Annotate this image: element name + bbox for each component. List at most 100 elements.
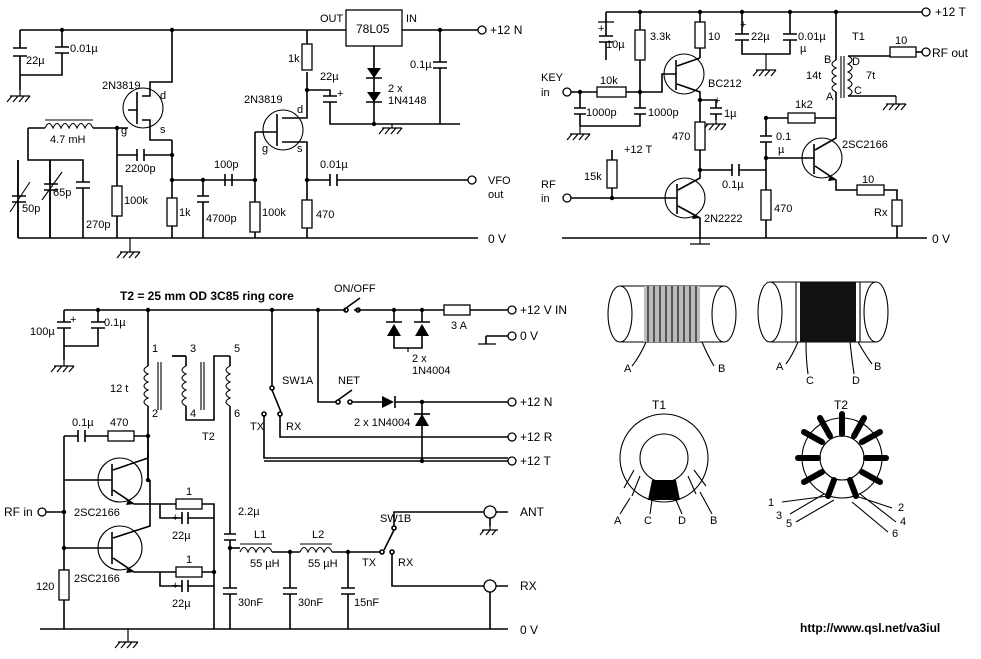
- label-c-22u-a-plus: +: [172, 512, 178, 524]
- label-rf-in-1: RF: [541, 179, 556, 191]
- vfo-section: OUT IN 78L05 +12 N 22µ 0.01µ 2N3819 d s …: [6, 9, 522, 259]
- fet-2: [262, 109, 304, 151]
- label-supply-b: +12 T: [624, 144, 653, 156]
- label-t1-c: C: [854, 85, 862, 97]
- label-tx-b: TX: [362, 557, 377, 569]
- t2-pin-5: 5: [786, 518, 792, 530]
- label-r-470: 470: [316, 209, 334, 221]
- label-c-4700p: 4700p: [206, 213, 237, 225]
- transformer-t1-secondary: [846, 55, 853, 97]
- label-r-10-out: 10: [895, 35, 907, 47]
- label-fet2-d: d: [297, 104, 303, 116]
- label-t2-pin2: 2: [152, 408, 158, 420]
- label-c-50p: 50p: [22, 203, 40, 215]
- label-sw1a: SW1A: [282, 375, 314, 387]
- label-q2: 2SC2166: [74, 573, 120, 585]
- label-diodes-b: 2 x 1N4004: [354, 417, 410, 429]
- label-diodes-a: 2 x: [412, 353, 427, 365]
- label-c-1000p-a: 1000p: [586, 107, 617, 119]
- label-c-1u: 1µ: [724, 108, 737, 120]
- label-c-270p: 270p: [86, 219, 110, 231]
- label-r-100k-a: 100k: [124, 195, 148, 207]
- t2-pin-6: 6: [892, 528, 898, 540]
- label-c-01u: 0.1µ: [722, 179, 744, 191]
- label-r-470-b: 470: [774, 203, 792, 215]
- label-pa-gnd: 0 V: [520, 623, 538, 637]
- label-rx: Rx: [874, 207, 888, 219]
- label-c-01: 0.1: [776, 131, 791, 143]
- label-c-30nf-a: 30nF: [238, 597, 263, 609]
- label-diodes-type: 1N4148: [388, 95, 427, 107]
- label-gnd-in: 0 V: [520, 329, 538, 343]
- label-fet2: 2N3819: [244, 94, 283, 106]
- label-q1: 2SC2166: [74, 507, 120, 519]
- label-key-1: KEY: [541, 72, 564, 84]
- label-r-15k: 15k: [584, 171, 602, 183]
- label-amp-gnd: 0 V: [932, 232, 950, 246]
- label-c-001u-b: 0.01µ: [320, 159, 348, 171]
- label-c-10u-plus: +: [598, 23, 604, 35]
- label-c-100u: 100µ: [30, 326, 55, 338]
- label-sw1b: SW1B: [380, 513, 411, 525]
- label-c-100p: 100p: [214, 159, 238, 171]
- label-c-65p: 65p: [53, 187, 71, 199]
- label-r-1-a: 1: [186, 486, 192, 498]
- label-c-01u-a: 0.1µ: [104, 317, 126, 329]
- label-vfo-out-1: VFO: [488, 175, 511, 187]
- t2-toroid-title: T2: [834, 398, 848, 412]
- keyed-amp-section: +12 T 3.3k 10µ + 10 22µ + 0.01µ µ T1 10 …: [541, 5, 969, 246]
- t2-pin-3: 3: [776, 510, 782, 522]
- fet-1: [122, 87, 164, 129]
- label-vfo-supply: +12 N: [490, 23, 522, 37]
- label-t2-note: T2 = 25 mm OD 3C85 ring core: [120, 289, 294, 303]
- t2-pin-4: 4: [900, 516, 906, 528]
- label-c-001u-unit: µ: [800, 43, 807, 55]
- label-t1: T1: [852, 31, 865, 43]
- label-r-1-b: 1: [186, 554, 192, 566]
- label-rx-out: RX: [520, 579, 537, 593]
- label-l1: L1: [254, 529, 266, 541]
- label-on-off: ON/OFF: [334, 283, 376, 295]
- label-r-1k-b: 1k: [288, 53, 300, 65]
- inductor-l2: [299, 546, 333, 554]
- t1-toroid-b: B: [710, 515, 717, 527]
- label-c-22u-b-plus: +: [172, 580, 178, 592]
- label-r-470-a: 470: [672, 131, 690, 143]
- t1-toroid-d: D: [678, 515, 686, 527]
- label-inductor: 4.7 mH: [50, 134, 86, 146]
- label-rx-b: RX: [398, 557, 414, 569]
- label-c-10u: 10µ: [606, 39, 625, 51]
- label-c-22u-b: 22µ: [320, 71, 339, 83]
- label-c-22u: 22µ: [751, 31, 770, 43]
- label-r-470: 470: [110, 417, 128, 429]
- label-rf-in-2: in: [541, 193, 550, 205]
- label-t2: T2: [202, 431, 215, 443]
- label-c-2200p: 2200p: [125, 163, 156, 175]
- label-r-100k-b: 100k: [262, 207, 286, 219]
- t1-cyl2-c: C: [806, 375, 814, 387]
- label-c-1000p-b: 1000p: [648, 107, 679, 119]
- label-regulator: 78L05: [356, 22, 390, 36]
- t1-cylinder-drawing-2: A C D B: [757, 281, 889, 387]
- label-c-30nf-b: 30nF: [298, 597, 323, 609]
- transformer-t2-winding-1: [143, 365, 150, 407]
- transformer-t2-winding-3: [225, 365, 232, 407]
- label-l1-val: 55 µH: [250, 558, 280, 570]
- label-t2-pin5: 5: [234, 343, 240, 355]
- t1-cyl-a: A: [624, 363, 632, 375]
- label-bc212: BC212: [708, 78, 742, 90]
- t1-cyl-b: B: [718, 363, 725, 375]
- label-c-1u-plus: +: [714, 95, 720, 107]
- t2-pin-1: 1: [768, 497, 774, 509]
- t1-toroid-title: T1: [652, 398, 666, 412]
- label-t1-7t: 7t: [866, 70, 875, 82]
- label-2sc2166-driver: 2SC2166: [842, 139, 888, 151]
- label-r-10k: 10k: [600, 75, 618, 87]
- label-r-10-b: 10: [862, 174, 874, 186]
- label-l2-val: 55 µH: [308, 558, 338, 570]
- label-fet2-g: g: [262, 143, 268, 155]
- power-amp-section: T2 = 25 mm OD 3C85 ring core ON/OFF +12 …: [4, 283, 940, 649]
- t2-pin-2: 2: [898, 502, 904, 514]
- label-out-n: +12 N: [520, 395, 552, 409]
